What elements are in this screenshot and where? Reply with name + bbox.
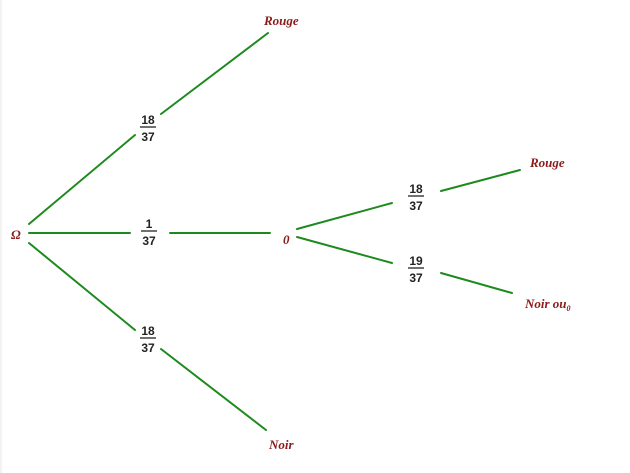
prob-root-zero: 1 37 bbox=[141, 217, 157, 248]
edge-root-noir-lower bbox=[160, 348, 267, 431]
edge-zero-noir-right bbox=[440, 272, 513, 294]
prob-zero-noir-numerator: 19 bbox=[409, 254, 423, 268]
prob-zero-rouge-numerator: 18 bbox=[409, 182, 423, 196]
node-noir-ou-zero-text: Noir ou bbox=[524, 296, 567, 311]
edge-root-rouge-upper bbox=[160, 32, 269, 115]
node-noir-ou-zero-subscript: 0 bbox=[567, 304, 571, 313]
prob-root-zero-denominator: 37 bbox=[142, 234, 156, 248]
edge-zero-noir-left bbox=[296, 236, 393, 264]
edge-root-noir-upper bbox=[28, 242, 136, 331]
prob-zero-noir: 19 37 bbox=[408, 254, 424, 285]
prob-root-noir: 18 37 bbox=[140, 324, 156, 355]
prob-zero-rouge-denominator: 37 bbox=[409, 199, 423, 213]
edge-root-rouge-lower bbox=[28, 134, 136, 225]
prob-zero-rouge: 18 37 bbox=[408, 182, 424, 213]
prob-zero-noir-denominator: 37 bbox=[409, 271, 423, 285]
node-zero: 0 bbox=[283, 232, 290, 247]
root-node-omega: Ω bbox=[11, 227, 21, 242]
left-edge-shadow bbox=[0, 0, 3, 473]
prob-root-rouge: 18 37 bbox=[140, 113, 156, 144]
node-noir-ou-zero: Noir ou0 bbox=[524, 296, 571, 313]
prob-root-rouge-denominator: 37 bbox=[141, 130, 155, 144]
node-sub-rouge: Rouge bbox=[529, 155, 565, 170]
prob-root-noir-denominator: 37 bbox=[141, 341, 155, 355]
prob-root-zero-numerator: 1 bbox=[146, 217, 153, 231]
node-rouge: Rouge bbox=[263, 13, 299, 28]
prob-root-rouge-numerator: 18 bbox=[141, 113, 155, 127]
edge-zero-rouge-right bbox=[440, 169, 521, 192]
edge-zero-rouge-left bbox=[296, 202, 393, 230]
prob-root-noir-numerator: 18 bbox=[141, 324, 155, 338]
node-noir: Noir bbox=[268, 437, 295, 452]
